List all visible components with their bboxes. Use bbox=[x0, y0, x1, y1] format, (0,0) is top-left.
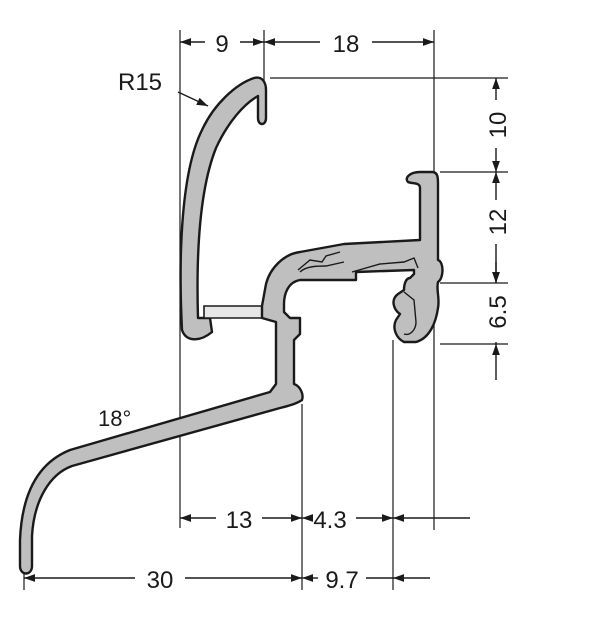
clip-detail-2 bbox=[403, 291, 417, 336]
dim-top-left: 9 bbox=[215, 31, 228, 58]
web-insert bbox=[203, 305, 263, 319]
dim-bottom-left: 30 bbox=[147, 567, 174, 594]
dim-bottom-mid-right: 4.3 bbox=[313, 507, 346, 534]
dim-top-right: 18 bbox=[333, 31, 360, 58]
curved-upper-leg bbox=[179, 76, 268, 341]
channel-detail bbox=[297, 251, 341, 271]
dim-right-middle: 12 bbox=[485, 209, 512, 236]
dim-bottom-right: 9.7 bbox=[325, 567, 358, 594]
clip-detail bbox=[351, 257, 419, 273]
dim-bottom-mid-left: 13 bbox=[226, 507, 253, 534]
dimension-labels: 9 18 R15 10 12 6.5 18° 13 4.3 30 9.7 bbox=[98, 31, 512, 594]
aluminium-profile bbox=[18, 76, 444, 575]
dim-angle: 18° bbox=[98, 406, 131, 431]
dim-right-top: 10 bbox=[485, 112, 512, 139]
main-body bbox=[18, 170, 444, 575]
dimension-lines bbox=[24, 38, 500, 582]
dim-right-bottom: 6.5 bbox=[485, 295, 512, 328]
dim-radius: R15 bbox=[118, 69, 162, 96]
channel-lip bbox=[299, 261, 345, 273]
